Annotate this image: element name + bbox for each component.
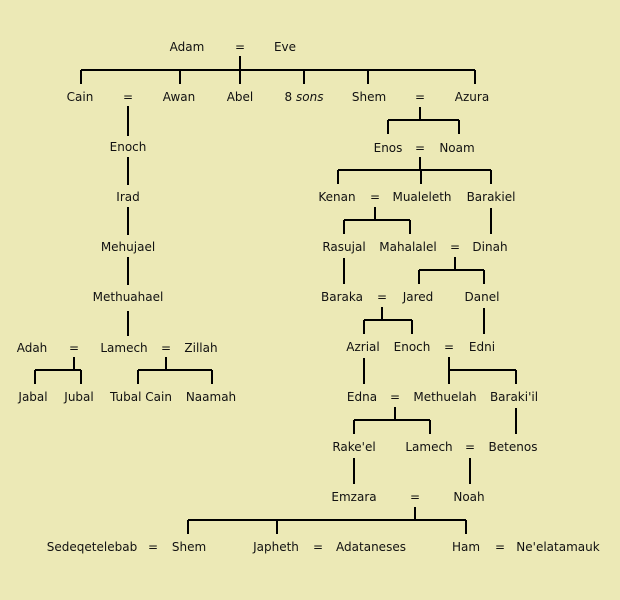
person-cain: Cain xyxy=(66,90,94,104)
person-noah: Noah xyxy=(453,490,485,504)
person-neelatamauk: Ne'elatamauk xyxy=(516,540,600,554)
marriage-sign: = xyxy=(464,440,476,454)
person-tubal-cain: Tubal Cain xyxy=(110,390,172,404)
person-adah: Adah xyxy=(16,341,48,355)
person-rakeel: Rake'el xyxy=(332,440,376,454)
person-sedeqetelebab: Sedeqetelebab xyxy=(46,540,138,554)
person-japheth: Japheth xyxy=(253,540,299,554)
marriage-sign: = xyxy=(147,540,159,554)
person-lamech-son-of-methuahael: Lamech xyxy=(100,341,148,355)
person-rasujal: Rasujal xyxy=(322,240,366,254)
person-methuelah: Methuelah xyxy=(413,390,477,404)
connector-lines xyxy=(34,56,517,534)
marriage-sign: = xyxy=(409,490,421,504)
marriage-sign: = xyxy=(369,190,381,204)
person-jubal: Jubal xyxy=(64,390,94,404)
person-baraka: Baraka xyxy=(321,290,363,304)
marriage-sign: = xyxy=(414,141,426,155)
person-awan: Awan xyxy=(162,90,196,104)
person-jared: Jared xyxy=(402,290,434,304)
person-adataneses: Adataneses xyxy=(336,540,406,554)
person-irad: Irad xyxy=(116,190,140,204)
marriage-sign: = xyxy=(68,341,80,355)
person-enos: Enos xyxy=(373,141,403,155)
person-barakiel: Barakiel xyxy=(466,190,516,204)
eight-sons-label: 8 sons xyxy=(285,90,324,104)
marriage-sign: = xyxy=(414,90,426,104)
marriage-sign: = xyxy=(443,340,455,354)
person-mualeleth: Mualeleth xyxy=(392,190,452,204)
person-azrial: Azrial xyxy=(346,340,380,354)
person-eve: Eve xyxy=(273,40,297,54)
eight-sons-word: sons xyxy=(296,90,324,104)
marriage-sign: = xyxy=(234,40,246,54)
person-naamah: Naamah xyxy=(185,390,237,404)
marriage-sign: = xyxy=(122,90,134,104)
person-dinah: Dinah xyxy=(472,240,508,254)
person-zillah: Zillah xyxy=(184,341,218,355)
marriage-sign: = xyxy=(312,540,324,554)
person-edna: Edna xyxy=(346,390,378,404)
person-jabal: Jabal xyxy=(18,390,48,404)
person-shem-son-of-noah: Shem xyxy=(171,540,207,554)
person-mahalalel: Mahalalel xyxy=(379,240,437,254)
marriage-sign: = xyxy=(376,290,388,304)
person-lamech-son-of-methuelah: Lamech xyxy=(405,440,453,454)
marriage-sign: = xyxy=(494,540,506,554)
person-methuahael: Methuahael xyxy=(92,290,164,304)
person-azura: Azura xyxy=(454,90,490,104)
person-edni: Edni xyxy=(468,340,496,354)
marriage-sign: = xyxy=(160,341,172,355)
marriage-sign: = xyxy=(389,390,401,404)
person-mehujael: Mehujael xyxy=(100,240,156,254)
person-enoch-son-of-cain: Enoch xyxy=(109,140,147,154)
person-enoch-son-of-jared: Enoch xyxy=(393,340,431,354)
person-emzara: Emzara xyxy=(331,490,377,504)
person-adam: Adam xyxy=(169,40,205,54)
person-shem-son-of-adam: Shem xyxy=(351,90,387,104)
marriage-sign: = xyxy=(449,240,461,254)
person-betenos: Betenos xyxy=(488,440,538,454)
person-danel: Danel xyxy=(464,290,500,304)
person-kenan: Kenan xyxy=(318,190,356,204)
person-ham: Ham xyxy=(451,540,481,554)
person-barakiil: Baraki'il xyxy=(489,390,539,404)
person-noam: Noam xyxy=(439,141,475,155)
person-abel: Abel xyxy=(226,90,254,104)
eight-sons-count: 8 xyxy=(284,90,293,104)
